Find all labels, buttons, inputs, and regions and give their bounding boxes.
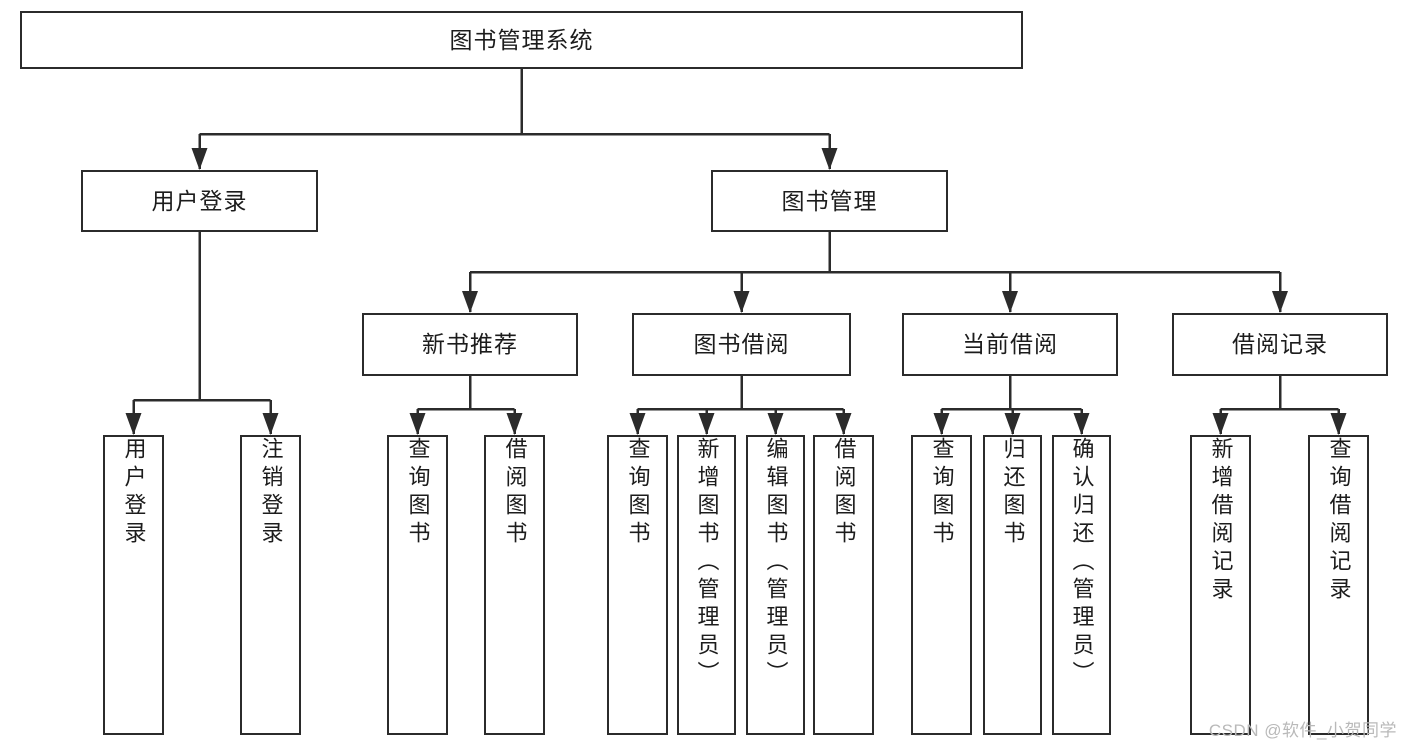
node-label: 新增借阅记录 bbox=[1208, 437, 1234, 605]
node-label: 查询图书 bbox=[405, 437, 431, 549]
node-label: 归还图书 bbox=[1000, 437, 1026, 549]
node-label: 注销登录 bbox=[258, 437, 284, 549]
node-label: 图书管理系统 bbox=[449, 26, 594, 53]
node-book-borrow[interactable]: 图书借阅 bbox=[632, 313, 851, 376]
node-leaf-query-book-1[interactable]: 查询图书 bbox=[387, 435, 448, 735]
node-user-login[interactable]: 用户登录 bbox=[81, 170, 318, 232]
node-leaf-edit-book[interactable]: 编辑图书（管理员） bbox=[746, 435, 805, 735]
node-leaf-logout[interactable]: 注销登录 bbox=[240, 435, 301, 735]
node-borrow-record[interactable]: 借阅记录 bbox=[1172, 313, 1388, 376]
node-label: 新书推荐 bbox=[422, 331, 518, 358]
node-label: 借阅记录 bbox=[1232, 331, 1328, 358]
node-leaf-query-book-2[interactable]: 查询图书 bbox=[607, 435, 668, 735]
node-label: 编辑图书（管理员） bbox=[763, 437, 789, 689]
node-leaf-borrow-book-2[interactable]: 借阅图书 bbox=[813, 435, 874, 735]
watermark: CSDN @软件_小贺同学 bbox=[1208, 721, 1397, 740]
node-label: 查询图书 bbox=[625, 437, 651, 549]
node-label: 借阅图书 bbox=[831, 437, 857, 549]
node-label: 查询图书 bbox=[929, 437, 955, 549]
node-leaf-borrow-book-1[interactable]: 借阅图书 bbox=[484, 435, 545, 735]
node-new-book-rec[interactable]: 新书推荐 bbox=[362, 313, 578, 376]
node-book-manage[interactable]: 图书管理 bbox=[711, 170, 948, 232]
node-label: 用户登录 bbox=[151, 187, 248, 214]
node-label: 查询借阅记录 bbox=[1326, 437, 1352, 605]
node-leaf-confirm-return[interactable]: 确认归还（管理员） bbox=[1052, 435, 1111, 735]
node-label: 图书管理 bbox=[781, 187, 878, 214]
node-label: 当前借阅 bbox=[962, 331, 1058, 358]
node-label: 图书借阅 bbox=[693, 331, 790, 358]
node-leaf-query-book-3[interactable]: 查询图书 bbox=[911, 435, 972, 735]
node-label: 确认归还（管理员） bbox=[1069, 437, 1095, 689]
node-label: 借阅图书 bbox=[502, 437, 528, 549]
node-label: 新增图书（管理员） bbox=[694, 437, 720, 689]
node-leaf-user-login[interactable]: 用户登录 bbox=[103, 435, 164, 735]
node-leaf-add-book[interactable]: 新增图书（管理员） bbox=[677, 435, 736, 735]
node-label: 用户登录 bbox=[121, 437, 147, 549]
node-leaf-return-book[interactable]: 归还图书 bbox=[983, 435, 1042, 735]
node-leaf-add-record[interactable]: 新增借阅记录 bbox=[1190, 435, 1251, 735]
node-current-borrow[interactable]: 当前借阅 bbox=[902, 313, 1118, 376]
node-root[interactable]: 图书管理系统 bbox=[20, 11, 1023, 69]
node-leaf-query-record[interactable]: 查询借阅记录 bbox=[1308, 435, 1369, 735]
